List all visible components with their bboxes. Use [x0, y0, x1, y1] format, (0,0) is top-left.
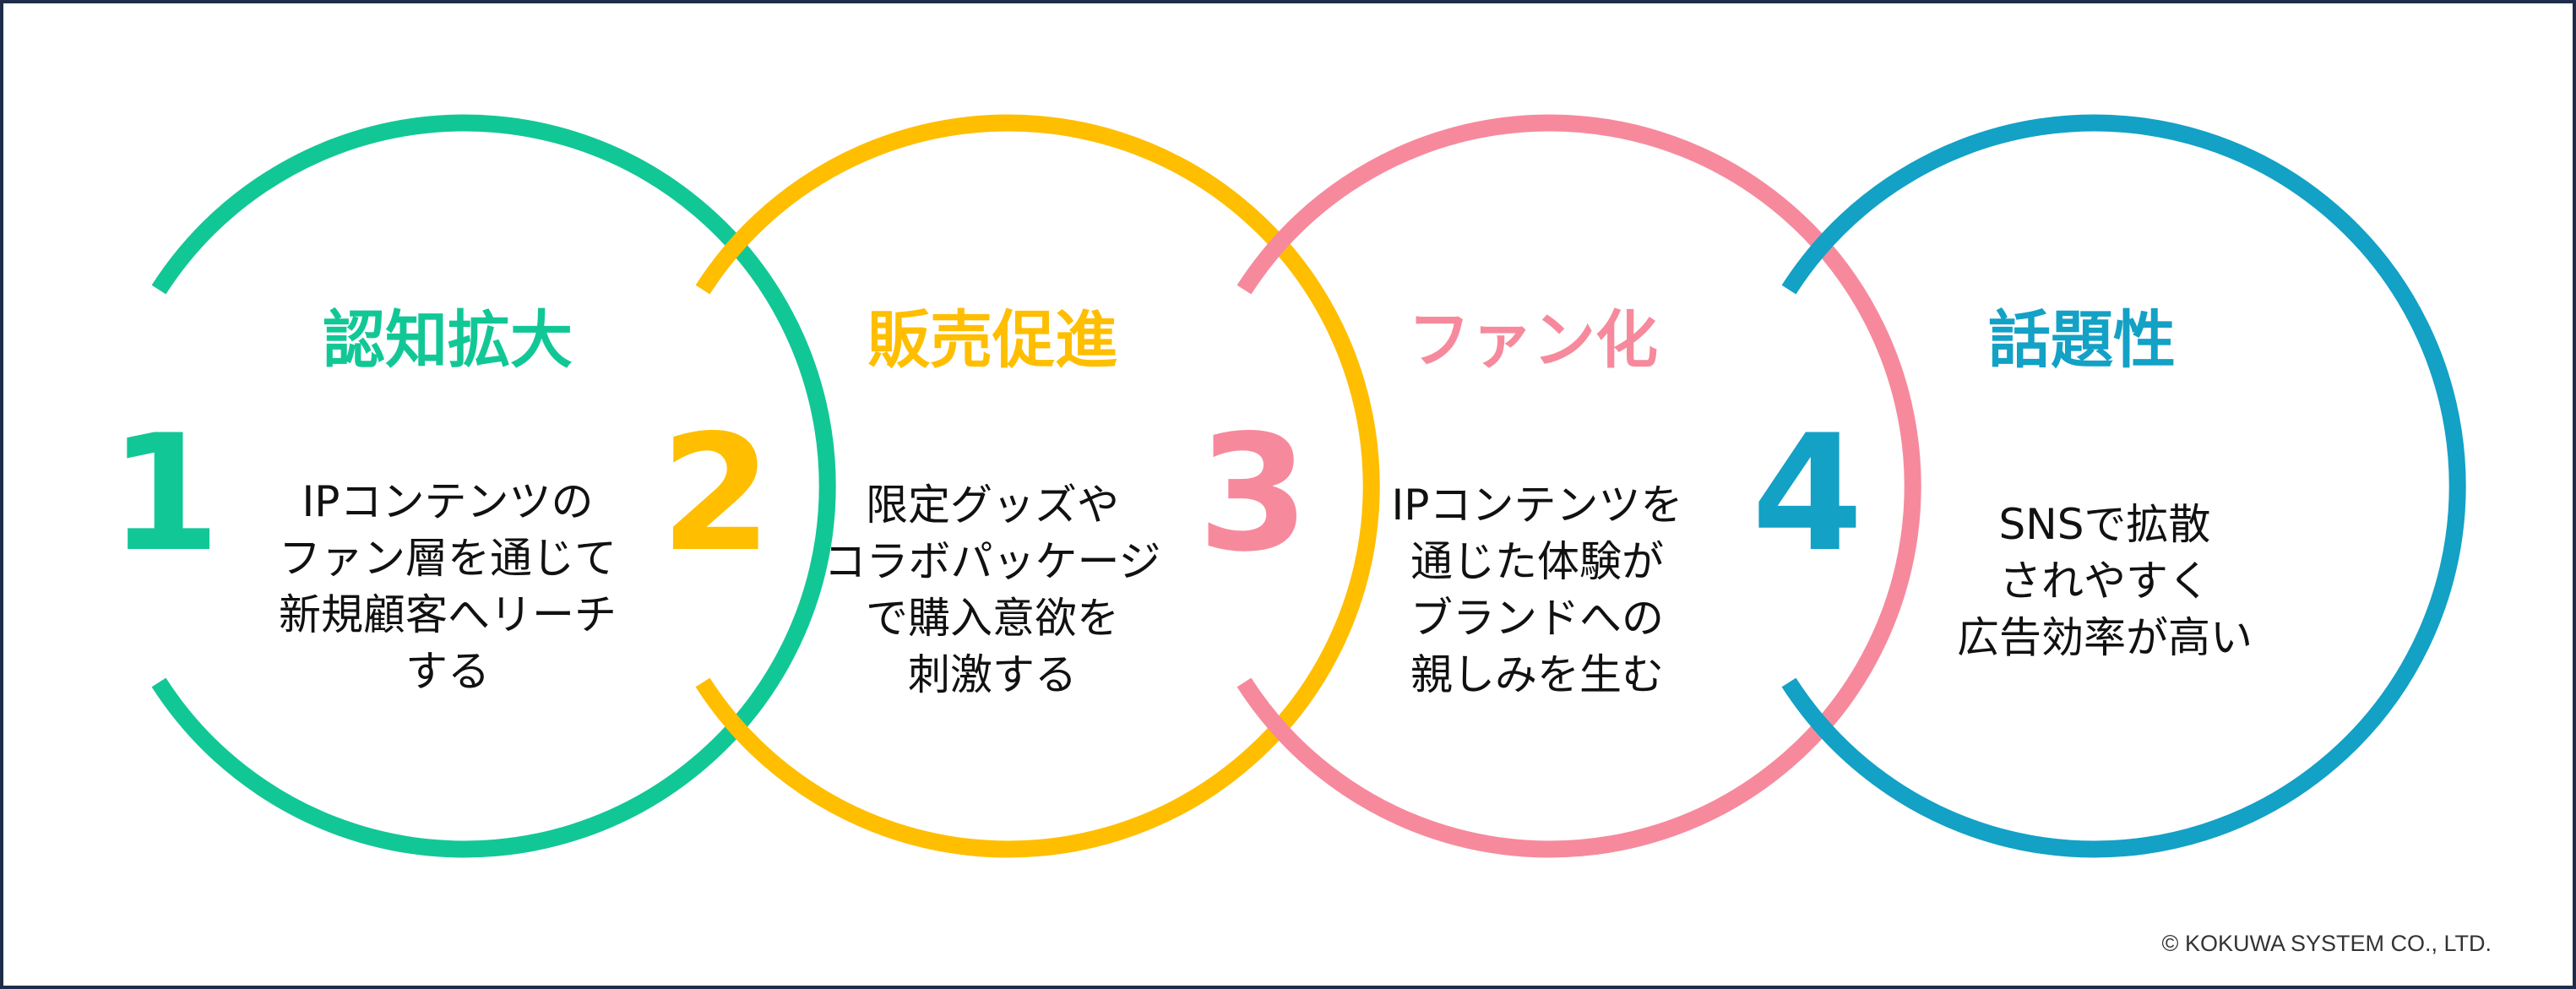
step-3-number: 3 [1198, 400, 1309, 587]
step-3-ring [1236, 114, 1921, 858]
step-1-text-line-1: IPコンテンツの [302, 477, 594, 526]
step-4-text-line-2: されやすく [1999, 557, 2210, 606]
step-3-text-line-4: 親しみを生む [1410, 650, 1664, 699]
step-2-title: 販売促進 [867, 304, 1117, 377]
step-1-ring [151, 114, 836, 858]
step-1-text-line-4: する [405, 647, 490, 696]
step-2: 2 販売促進 限定グッズや コラボパッケージ で購入意欲を 刺激する [660, 114, 1380, 858]
step-4-text-line-1: SNSで拡散 [1999, 500, 2211, 549]
step-2-text-line-2: コラボパッケージ [824, 537, 1161, 586]
step-3-text-line-3: ブランドへの [1410, 594, 1664, 643]
step-3-text-line-1: IPコンテンツを [1392, 481, 1683, 530]
step-3: 3 ファン化 IPコンテンツを 通じた体験が ブランドへの 親しみを生む [1198, 114, 1921, 858]
step-1-number: 1 [109, 400, 220, 587]
step-2-number: 2 [660, 400, 772, 587]
step-3-title: ファン化 [1408, 304, 1658, 377]
step-4-text-line-3: 広告効率が高い [1957, 613, 2253, 662]
step-2-ring [695, 114, 1380, 858]
step-1-text-line-2: ファン層を通じて [279, 534, 617, 583]
step-4-title: 話題性 [1988, 304, 2176, 377]
step-4-ring [1781, 114, 2466, 858]
step-4-number: 4 [1752, 400, 1863, 587]
copyright-notice: © KOKUWA SYSTEM CO., LTD. [2161, 931, 2492, 956]
step-4: 4 話題性 SNSで拡散 されやすく 広告効率が高い [1752, 114, 2466, 858]
step-2-text-line-4: 刺激する [908, 650, 1077, 699]
step-1-title: 認知拡大 [323, 304, 573, 377]
step-1: 1 認知拡大 IPコンテンツの ファン層を通じて 新規顧客へリーチ する [109, 114, 836, 858]
step-2-text-line-3: で購入意欲を [866, 594, 1119, 643]
step-1-text-line-3: 新規顧客へリーチ [279, 590, 617, 639]
step-3-text-line-2: 通じた体験が [1410, 537, 1664, 586]
step-2-text-line-1: 限定グッズや [866, 481, 1119, 530]
